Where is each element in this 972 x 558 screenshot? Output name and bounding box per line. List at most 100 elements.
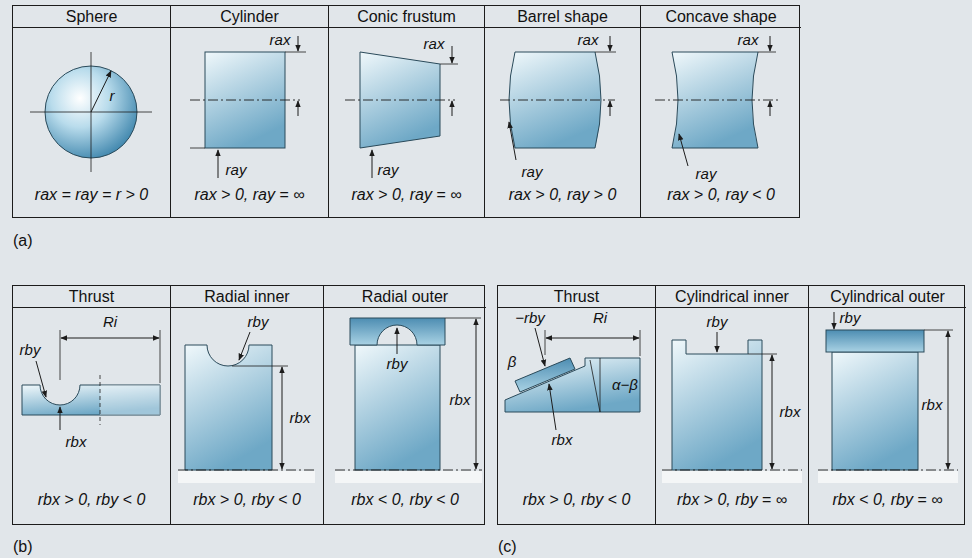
sphere-drawing xyxy=(30,52,152,172)
barrel-drawing-part xyxy=(595,52,616,53)
figure-panel: Thrustrbx > 0, rby < 0Cylindrical innerr… xyxy=(497,285,965,525)
cylindrical-inner-drawing-part xyxy=(662,471,802,483)
cylindrical-inner-drawing-part xyxy=(662,470,802,471)
cylinder-drawing-part xyxy=(190,100,300,101)
dimension-label: rby xyxy=(387,356,408,372)
concave-drawing xyxy=(655,36,780,166)
thrust-race-drawing-part xyxy=(36,361,46,397)
cylindrical-outer-drawing-part xyxy=(948,331,949,469)
concave-drawing-part xyxy=(770,36,771,51)
angled-thrust-drawing-part xyxy=(600,358,601,412)
angled-thrust-drawing-part xyxy=(545,330,546,355)
radial-inner-drawing-part xyxy=(178,471,315,483)
dimension-label: rax xyxy=(424,36,445,52)
dimension-label: Ri xyxy=(103,314,117,330)
cylinder-drawing xyxy=(190,36,306,178)
cylindrical-outer-drawing-part xyxy=(826,330,924,352)
radial-outer-drawing-part xyxy=(445,318,481,319)
concave-drawing-part xyxy=(679,134,688,166)
frustum-drawing-part xyxy=(345,100,455,101)
barrel-drawing-part xyxy=(610,101,611,116)
thrust-race-drawing-part xyxy=(60,407,61,430)
dimension-label: rbx xyxy=(66,434,87,450)
thrust-race-drawing-part xyxy=(100,385,160,415)
frustum-drawing-part xyxy=(452,101,453,116)
curvature-condition: rbx < 0, rby = ∞ xyxy=(809,490,966,510)
angled-thrust-drawing-part xyxy=(515,358,575,392)
panel-label: (b) xyxy=(13,538,33,556)
shape-column: Cylindrical outer rbx < 0, rby = ∞ xyxy=(809,286,966,524)
thrust-race-drawing-part xyxy=(61,338,159,339)
frustum-drawing-part xyxy=(440,64,458,65)
cylindrical-outer-drawing-part xyxy=(924,330,953,331)
frustum-drawing-part xyxy=(452,46,453,63)
curvature-condition: rax > 0, ray = ∞ xyxy=(171,185,328,205)
radial-inner-drawing-part xyxy=(185,345,272,470)
barrel-drawing-part xyxy=(610,36,611,51)
barrel-drawing xyxy=(500,36,616,160)
column-header: Barrel shape xyxy=(485,6,640,28)
dimension-label: ray xyxy=(226,162,247,178)
curvature-condition: rbx > 0, rby < 0 xyxy=(498,490,655,510)
dimension-label: −rby xyxy=(515,310,545,326)
angled-thrust-drawing-part xyxy=(640,330,641,356)
radial-inner-drawing-part xyxy=(232,366,288,367)
cylindrical-inner-drawing xyxy=(662,332,802,483)
panel-label: (c) xyxy=(498,538,517,556)
curvature-condition: rbx < 0, rby < 0 xyxy=(324,490,486,510)
thrust-race-drawing-part xyxy=(160,330,161,383)
radial-outer-drawing xyxy=(335,318,482,483)
dimension-label: ray xyxy=(378,162,399,178)
shape-column: Conic frustum rax > 0, ray = ∞ xyxy=(329,6,485,217)
dimension-label: rbx xyxy=(780,404,801,420)
curvature-condition: rbx > 0, rby < 0 xyxy=(13,490,170,510)
dimension-label: Ri xyxy=(593,310,607,326)
dimension-label: rbx xyxy=(922,397,943,413)
thrust-race-drawing-part xyxy=(60,330,61,380)
barrel-drawing-part xyxy=(500,100,615,101)
radial-outer-drawing-part xyxy=(335,470,482,471)
column-header: Cylinder xyxy=(171,6,328,28)
angled-thrust-drawing-part xyxy=(549,384,556,430)
dimension-label: rby xyxy=(840,310,861,326)
shape-column: Cylinder rax > 0, ray = ∞ xyxy=(171,6,329,217)
dimension-label: rbx xyxy=(290,410,311,426)
curvature-condition: rax > 0, ray = ∞ xyxy=(329,185,484,205)
shape-column: Radial innerrbx > 0, rby < 0 xyxy=(171,286,324,524)
column-header: Radial inner xyxy=(171,286,323,308)
frustum-drawing-part xyxy=(372,150,373,178)
angled-thrust-drawing xyxy=(505,328,640,430)
cylindrical-outer-drawing-part xyxy=(832,352,918,470)
concave-drawing-part xyxy=(655,100,780,101)
angled-thrust-drawing-part xyxy=(505,358,640,412)
column-header: Conic frustum xyxy=(329,6,484,28)
column-header: Cylindrical outer xyxy=(809,286,966,308)
cylindrical-outer-drawing-part xyxy=(818,471,958,483)
column-header: Concave shape xyxy=(641,6,801,28)
column-header: Radial outer xyxy=(324,286,486,308)
concave-drawing-part xyxy=(758,52,776,53)
column-header: Sphere xyxy=(13,6,170,28)
dimension-label: β xyxy=(508,354,517,370)
cylinder-drawing-part xyxy=(218,150,219,178)
curvature-condition: rax > 0, ray > 0 xyxy=(485,185,640,205)
curvature-condition: rbx > 0, rby = ∞ xyxy=(656,490,808,510)
dimension-label: rbx xyxy=(552,432,573,448)
panel-label: (a) xyxy=(13,232,33,250)
radial-inner-drawing-part xyxy=(178,470,315,471)
cylindrical-outer-drawing-part xyxy=(834,312,835,329)
dimension-label: ray xyxy=(696,166,717,182)
dimension-label: rax xyxy=(738,32,759,48)
column-header: Thrust xyxy=(13,286,170,308)
concave-drawing-part xyxy=(770,101,771,116)
curvature-condition: rax > 0, ray < 0 xyxy=(641,185,801,205)
column-header: Cylindrical inner xyxy=(656,286,808,308)
radial-inner-drawing-part xyxy=(282,367,283,469)
shape-column: Barrel shape rax > 0, ray > 0 xyxy=(485,6,641,217)
shape-column: Sphererax = ray = r > 0 xyxy=(13,6,171,217)
cylindrical-inner-drawing-part xyxy=(717,332,718,352)
radial-outer-drawing-part xyxy=(335,471,482,483)
